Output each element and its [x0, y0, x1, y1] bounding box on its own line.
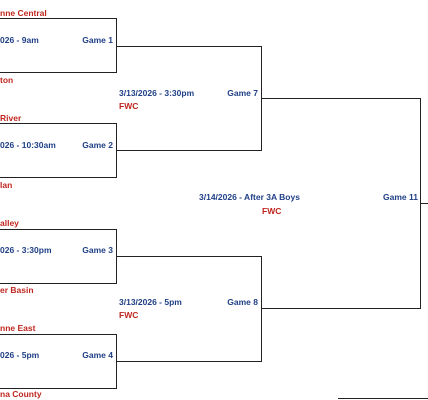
- game-8-lines: [116, 256, 262, 362]
- game-1-label: Game 1: [82, 35, 113, 45]
- game-7-datetime: 3/13/2026 - 3:30pm: [119, 88, 195, 98]
- game-11-lines: [261, 98, 421, 309]
- game-4-time: 026 - 5pm: [0, 350, 40, 360]
- game-1-top-team: nne Central: [0, 8, 47, 18]
- game-8-label: Game 8: [227, 297, 258, 307]
- game-3-time: 026 - 3:30pm: [0, 245, 52, 255]
- game-3-top-team: alley: [0, 218, 19, 228]
- game-7-lines: [116, 46, 262, 151]
- game-11-datetime: 3/14/2026 - After 3A Boys: [199, 192, 300, 202]
- game-4-top-team: nne East: [0, 323, 36, 333]
- game-3-bottom-team: er Basin: [0, 285, 34, 295]
- game-4-bottom-team: na County: [0, 389, 42, 399]
- game-11-label: Game 11: [383, 192, 418, 202]
- game-4-lines: [0, 334, 117, 389]
- game-2-lines: [0, 123, 117, 178]
- game-4-label: Game 4: [82, 350, 113, 360]
- game-1-lines: [0, 18, 117, 73]
- game-7-venue: FWC: [119, 101, 139, 111]
- game-1-bottom-team: ton: [0, 75, 14, 85]
- game-2-bottom-team: lan: [0, 180, 13, 190]
- game-8-venue: FWC: [119, 310, 139, 320]
- game-7-label: Game 7: [227, 88, 258, 98]
- game-2-time: 026 - 10:30am: [0, 140, 56, 150]
- game-8-datetime: 3/13/2026 - 5pm: [119, 297, 182, 307]
- game-3-lines: [0, 229, 117, 284]
- game-1-time: 026 - 9am: [0, 35, 39, 45]
- game-2-top-team: River: [0, 113, 22, 123]
- game-2-label: Game 2: [82, 140, 113, 150]
- game-11-venue: FWC: [262, 206, 282, 216]
- game-3-label: Game 3: [82, 245, 113, 255]
